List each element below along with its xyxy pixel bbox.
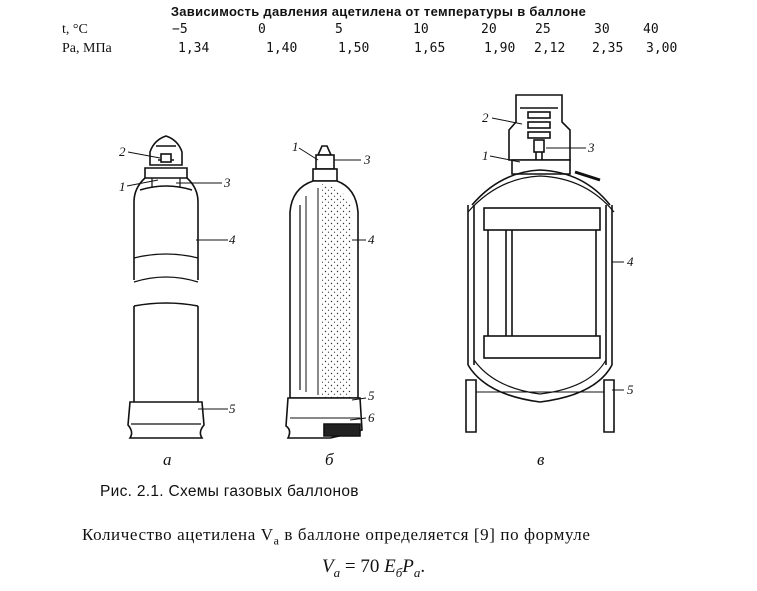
callout-a-1: 1 [119,179,126,194]
callout-b-3: 3 [364,152,371,167]
formula-e: E [384,556,396,577]
formula-e-subscript: б [395,564,403,580]
callout-b-5: 5 [368,388,375,403]
callout-a-5: 5 [229,401,236,416]
cylinder-b-drawing [285,145,363,439]
table-cell-t: 5 [335,22,343,37]
paragraph-variable-subscript: а [273,533,280,548]
table-cell-p: 1,40 [266,41,298,56]
callout-a-4: 4 [229,232,236,247]
paragraph-text-end: в баллоне определяется [9] по формуле [279,525,591,544]
cylinder-c-leaders [489,117,624,391]
table-cell-t: 10 [413,22,429,37]
table-row-label-temperature: t, °C [62,22,88,37]
subfigure-label-a: а [163,450,172,469]
formula: Vа = 70 EбPа. [322,556,425,581]
callout-c-3: 3 [588,140,595,155]
table-row-pressure: 1,34 1,40 1,50 1,65 1,90 2,12 2,35 3,00 [0,41,757,59]
cylinder-b-leaders [298,147,367,421]
table-cell-p: 1,90 [484,41,516,56]
callout-b-1: 1 [292,139,299,154]
table-cell-p: 2,35 [592,41,624,56]
table-cell-p: 2,12 [534,41,566,56]
formula-p: P [402,556,414,577]
table-cell-p: 1,34 [178,41,210,56]
table-cell-p: 1,65 [414,41,446,56]
subfigure-label-b: б [325,450,334,469]
cylinder-a-drawing [127,135,205,439]
formula-equals: = 70 [340,556,385,577]
paragraph-variable: V [260,525,274,544]
table-cell-p: 1,50 [338,41,370,56]
callout-a-3: 3 [224,175,231,190]
callout-b-4: 4 [368,232,375,247]
formula-lhs: V [322,556,334,577]
formula-end: . [420,556,426,577]
cylinders-figure [126,94,624,439]
table-cell-t: 0 [258,22,266,37]
table-row-label-pressure: Pа, МПа [62,41,112,56]
subfigure-label-c: в [537,450,545,469]
table-cell-t: −5 [172,22,188,37]
table-row-temperature: −5 0 5 10 20 25 30 40 [0,22,757,40]
callout-a-2: 2 [119,144,126,159]
callout-c-1: 1 [482,148,489,163]
figure-caption: Рис. 2.1. Схемы газовых баллонов [100,483,359,500]
formula-lhs-subscript: а [333,564,341,580]
callout-c-5: 5 [627,382,634,397]
cylinder-c-drawing [465,94,615,433]
paragraph-text-start: Количество ацетилена [82,525,261,544]
formula-p-subscript: а [413,564,421,580]
callout-b-6: 6 [368,410,375,425]
table-cell-t: 20 [481,22,497,37]
callout-c-2: 2 [482,110,489,125]
table-cell-t: 30 [594,22,610,37]
table-title: Зависимость давления ацетилена от темпер… [170,4,587,19]
table-cell-t: 40 [643,22,659,37]
table-cell-p: 3,00 [646,41,678,56]
callout-c-4: 4 [627,254,634,269]
body-paragraph: Количество ацетилена Vа в баллоне опреде… [82,525,591,548]
cylinder-a-leaders [126,151,228,410]
table-cell-t: 25 [535,22,551,37]
